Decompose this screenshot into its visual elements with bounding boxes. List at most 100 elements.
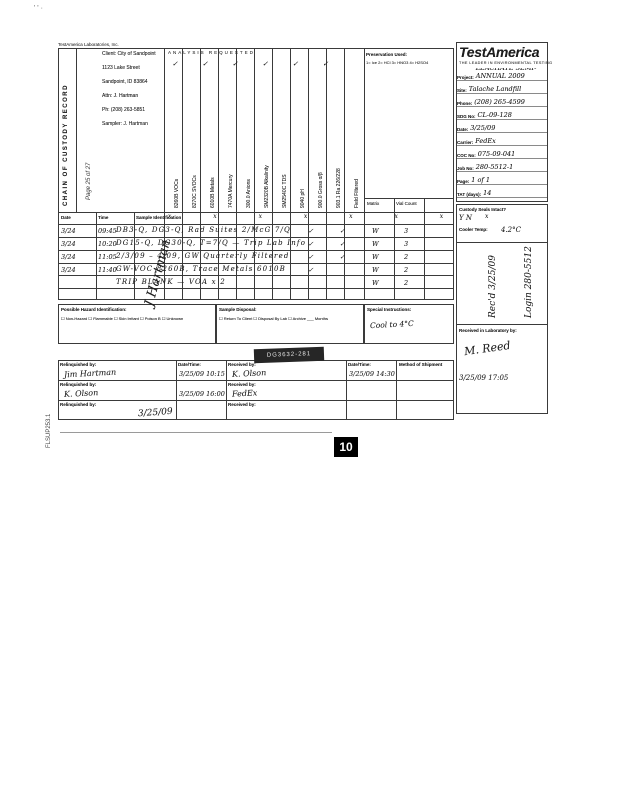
header-field: Job No:280-5512-1 [457,159,547,172]
sample-id-column-header: Sample Identification [136,215,182,220]
received-signature: K. Olson [231,368,267,379]
lab-received-label: Received in Laboratory by: [459,328,517,333]
client-line: Sampler: J. Hartman [102,121,148,127]
relinquished-datetime: 3/25/09 10:15 [179,370,225,378]
sample-vials: 2 [404,266,409,274]
analysis-column-label: 903.1 Ra 226/228 [336,168,342,208]
sample-checkmarks: ✓ [308,266,326,274]
vial-count-column-label: Vial Count [396,201,417,206]
header-field: TAT (days):14 [457,185,547,198]
client-line: Client: City of Sandpoint [102,51,156,57]
grid-line [58,288,454,289]
grid-line [364,48,365,300]
grid-line [182,48,183,300]
sample-id: 2/3/09 – 4/09, GW Quarterly Filtered [116,252,290,260]
analysis-column-label: SM2320B Alkalinity [264,165,270,208]
preservative-title: Preservation Used: [366,52,408,57]
grid-line [396,360,397,420]
grid-line [58,237,454,238]
client-line: Ph: (208) 263-5851 [102,107,146,113]
grid-line [76,48,77,212]
grid-line [344,48,345,300]
instructions-box-border [364,304,454,344]
grid-line [200,48,201,300]
disposal-options: ☐ Return To Client ☐ Disposal By Lab ☐ A… [219,316,328,321]
header-field: COC No:075-09-041 [457,146,547,159]
sample-vials: 3 [404,240,409,248]
sample-matrix: W [372,253,379,261]
sample-date: 3/24 [61,253,76,261]
sample-id: GW-VOC 8260B, Trace Metals 6010B [116,265,286,273]
grid-line [58,250,454,251]
analysis-column-label: 300.0 Anions [246,179,252,208]
field-value: FedEx [475,137,496,145]
relinquished-label: Relinquished by: [60,382,97,387]
sample-checkmarks: ✓ ✓ [308,240,357,248]
grid-line [58,224,454,225]
analysis-column-label: 8260B VOCs [174,178,180,208]
relinquished-label: Relinquished by: [60,402,97,407]
field-value: Talache Landfill [468,85,522,93]
analysis-column-label: Field Filtered [354,179,360,208]
field-label: COC No: [457,153,476,158]
grid-line [394,198,395,300]
special-instructions-title: Special Instructions: [367,307,412,312]
analysis-column-label: SM2540C TDS [282,174,288,208]
time-column-header: Time [98,215,109,220]
main-grid-border [58,48,454,300]
field-value: 280-5512-1 [475,163,514,171]
page-note: Page 25 of 27 [86,162,92,200]
lab-name-strip: TestAmerica Laboratories, Inc. [58,42,119,47]
grid-line [96,212,97,300]
page-number-stamp: 10 [334,437,358,457]
header-field: Page:1 of 1 [457,172,547,185]
received-label: Received by: [228,382,256,387]
sample-time: 09:45 [98,227,117,235]
grid-line [254,48,255,300]
field-value: (208) 265-4599 [474,98,525,106]
sample-time: 11:05 [98,253,117,261]
grid-line [308,48,309,300]
grid-line [272,48,273,300]
header-field: Phone:(208) 265-4599 [457,94,547,107]
analysis-column-label: 6010B Metals [210,177,216,208]
grid-line [58,380,454,381]
header-field: Date:3/25/09 [457,120,547,133]
grid-line [58,263,454,264]
lab-use-border [456,204,548,414]
hazard-options: ☐ Non-Hazard ☐ Flammable ☐ Skin Irritant… [61,316,184,321]
analysis-column-label: 900.0 Gross α/β [318,172,324,208]
grid-line [164,48,165,300]
preservative-checkmarks: ✓ ✓ ✓ ✓ ✓ ✓ [172,60,340,68]
grid-line [346,360,347,420]
date-column-header: Date [61,215,71,220]
sample-checkmarks: ✓ ✓ [308,227,357,235]
received-label: Received by: [228,362,256,367]
sample-vials: 3 [404,227,409,235]
received-signature: FedEx [231,388,258,399]
analysis-column-label: 8270C SVOCs [192,175,198,208]
header-field: SDG No:CL-09-128 [457,107,547,120]
sample-matrix: W [372,279,379,287]
hazard-title: Possible Hazard Identification: [61,307,127,312]
analysis-band-title: ANALYSIS REQUESTED [168,50,255,55]
grid-line [364,198,454,199]
fax-artifact-marks: ' ' · [34,5,43,12]
container-count-marks: x x x x x x x x [168,213,509,220]
sample-date: 3/24 [61,227,76,235]
field-label: Carrier: [457,140,474,145]
grid-line [58,212,454,213]
cooler-temp-value: 4.2°C [501,226,521,234]
field-value: 3/25/09 [470,124,496,132]
sample-id: DB3-Q, DG3-Q, Rad Suites 2/McG 7/Q [116,226,291,234]
header-info-border [456,42,548,202]
field-label: Phone: [457,101,473,106]
grid-line [326,48,327,300]
field-value: 14 [483,189,492,197]
relinquished-datetime: 3/25/09 16:00 [179,390,225,398]
datetime-label: Date/Time: [178,362,201,367]
field-label: Site: [457,88,467,93]
received-label: Received by: [228,402,256,407]
grid-line [457,324,548,325]
hazard-box-border [58,304,216,344]
